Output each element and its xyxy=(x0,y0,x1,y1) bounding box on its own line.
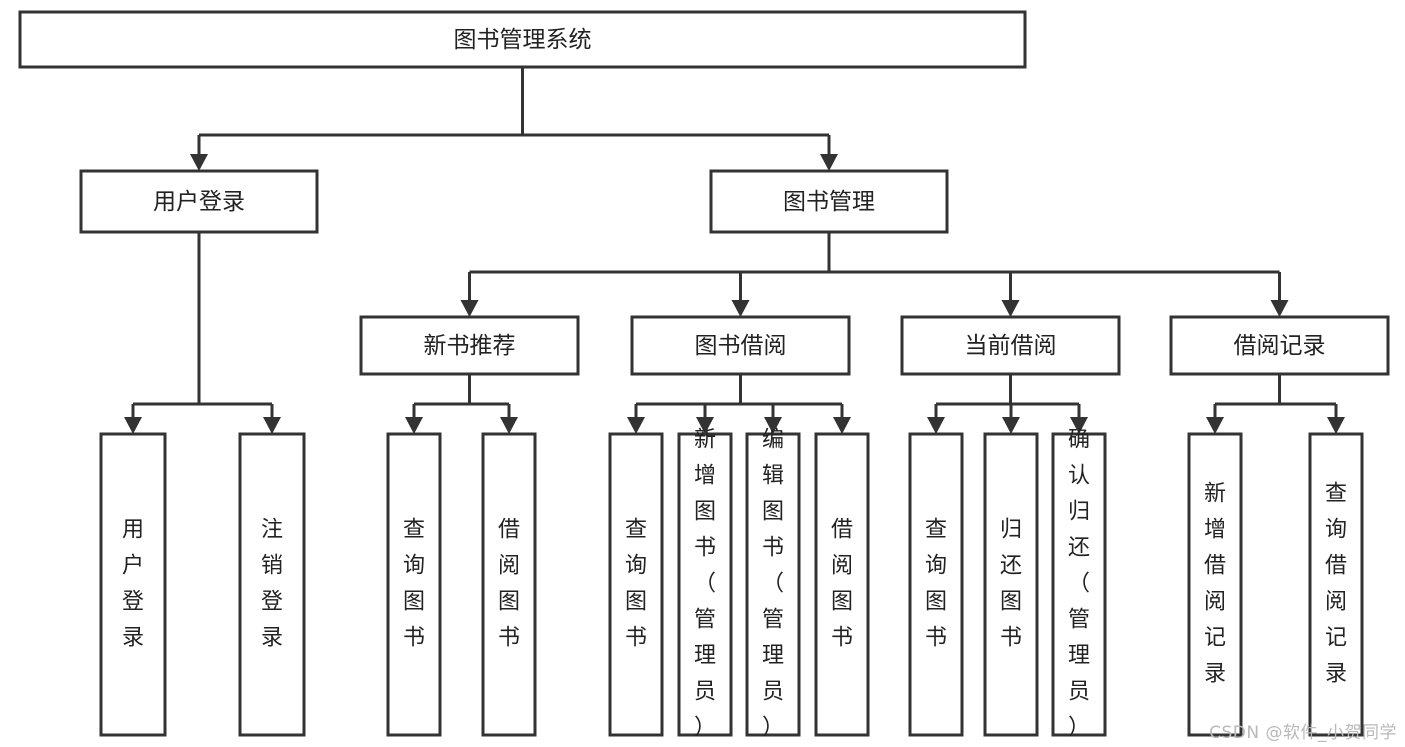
node-new-book-rec[interactable]: 新书推荐 xyxy=(359,315,580,376)
node-leaf-user-login[interactable]: 用户登录 xyxy=(99,432,167,737)
node-box xyxy=(18,10,1027,69)
node-label: 查询图书 xyxy=(625,518,647,651)
node-label: 查询借阅记录 xyxy=(1325,482,1347,687)
node-label: 确认归还（管理员） xyxy=(1068,428,1090,741)
node-leaf-confirm-return[interactable]: 确认归还（管理员） xyxy=(1051,428,1107,741)
node-box xyxy=(1051,432,1107,737)
node-label: 新增图书（管理员） xyxy=(694,428,716,741)
node-box xyxy=(359,315,580,376)
node-leaf-query-book-a[interactable]: 查询图书 xyxy=(386,432,442,737)
node-layer: 图书管理系统用户登录图书管理新书推荐图书借阅当前借阅借阅记录用户登录注销登录查询… xyxy=(18,10,1390,741)
node-box xyxy=(608,432,664,737)
node-label: 编辑图书（管理员） xyxy=(762,428,784,741)
node-leaf-return-book[interactable]: 归还图书 xyxy=(983,432,1039,737)
node-box xyxy=(386,432,442,737)
node-label: 注销登录 xyxy=(261,518,283,651)
node-box xyxy=(630,315,851,376)
node-box xyxy=(481,432,537,737)
node-label: 查询图书 xyxy=(403,518,425,651)
node-leaf-add-record[interactable]: 新增借阅记录 xyxy=(1187,432,1243,737)
node-box xyxy=(99,432,167,737)
node-label: 归还图书 xyxy=(1000,518,1022,651)
node-box xyxy=(1308,432,1364,737)
node-box xyxy=(983,432,1039,737)
node-leaf-borrow-book-b[interactable]: 借阅图书 xyxy=(814,432,870,737)
node-label: 借阅图书 xyxy=(498,518,520,651)
node-leaf-edit-book[interactable]: 编辑图书（管理员） xyxy=(745,428,801,741)
node-box xyxy=(908,432,964,737)
node-leaf-query-record[interactable]: 查询借阅记录 xyxy=(1308,432,1364,737)
node-box xyxy=(709,169,949,234)
node-book-manage[interactable]: 图书管理 xyxy=(709,169,949,234)
node-box xyxy=(677,432,733,737)
node-label: 新书推荐 xyxy=(424,333,516,359)
node-book-borrow[interactable]: 图书借阅 xyxy=(630,315,851,376)
node-box xyxy=(900,315,1121,376)
node-label: 图书管理系统 xyxy=(454,27,592,53)
node-box xyxy=(79,169,319,234)
node-label: 借阅图书 xyxy=(831,518,853,651)
node-box xyxy=(814,432,870,737)
node-label: 当前借阅 xyxy=(965,333,1057,359)
node-box xyxy=(1169,315,1390,376)
node-leaf-query-book-c[interactable]: 查询图书 xyxy=(908,432,964,737)
node-label: 借阅记录 xyxy=(1234,333,1326,359)
node-leaf-borrow-book-a[interactable]: 借阅图书 xyxy=(481,432,537,737)
csdn-watermark: CSDN @软件_小贺同学 xyxy=(1209,723,1397,743)
node-box xyxy=(1187,432,1243,737)
node-label: 图书管理 xyxy=(783,189,875,215)
node-label: 图书借阅 xyxy=(695,333,787,359)
node-box xyxy=(745,432,801,737)
node-leaf-user-logout[interactable]: 注销登录 xyxy=(238,432,306,737)
node-root[interactable]: 图书管理系统 xyxy=(18,10,1027,69)
node-label: 用户登录 xyxy=(122,518,144,651)
node-current-borrow[interactable]: 当前借阅 xyxy=(900,315,1121,376)
node-box xyxy=(238,432,306,737)
node-label: 查询图书 xyxy=(925,518,947,651)
node-label: 新增借阅记录 xyxy=(1204,482,1226,687)
node-user-login[interactable]: 用户登录 xyxy=(79,169,319,234)
node-borrow-record[interactable]: 借阅记录 xyxy=(1169,315,1390,376)
node-leaf-query-book-b[interactable]: 查询图书 xyxy=(608,432,664,737)
connector-layer xyxy=(124,67,1345,434)
node-label: 用户登录 xyxy=(153,189,245,215)
node-leaf-add-book[interactable]: 新增图书（管理员） xyxy=(677,428,733,741)
